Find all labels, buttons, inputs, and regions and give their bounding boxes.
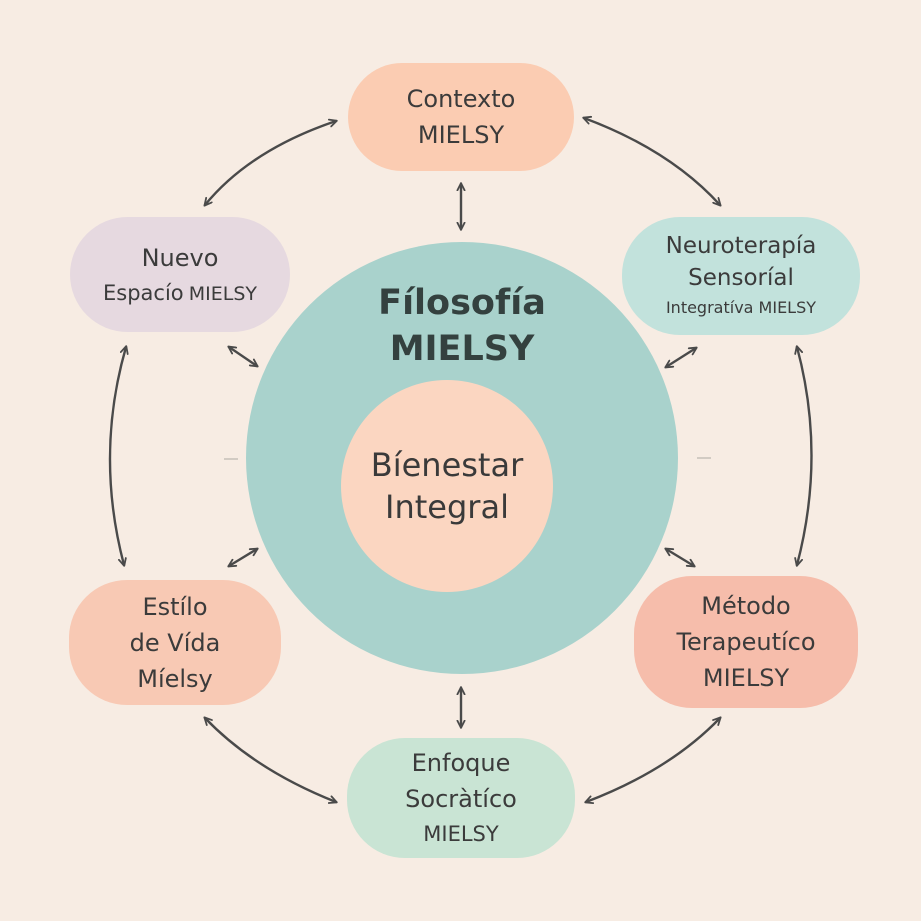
arrow-neuro-metodo [794,345,813,567]
node-metodo-line3: MIELSY [702,664,790,692]
node-nuevo-espacio: Nuevo Espacío MIELSY [70,217,290,332]
node-enfoque-line2: Socràtíco [405,785,517,813]
node-contexto-line2: MIELSY [417,121,505,149]
faint-mark-left [224,458,238,460]
node-nuevo-line2: Espacío MIELSY [103,276,257,310]
node-neuro-line3: Integratíva MIELSY [665,298,817,317]
arrow-center-nuevo [227,345,259,368]
node-enfoque-socratico: Enfoque Socràtíco MIELSY [347,738,575,858]
node-nuevo-line2a: Espacío [103,280,184,305]
node-metodo-line1: Método [701,592,791,620]
node-enfoque-line1: Enfoque [411,749,511,777]
node-neuroterapia: Neuroterapía Sensoríal Integratíva MIELS… [622,217,860,335]
node-enfoque-line3: MIELSY [423,822,499,846]
arrow-center-estilo [227,547,259,568]
arrow-center-neuro [664,346,698,369]
philosophy-title-line1: Fílosofía [378,283,546,323]
node-estilo-line2: de Vída [129,628,221,657]
node-nuevo-line1: Nuevo [141,243,219,272]
node-neuro-line2: Sensoríal [688,265,794,291]
arrow-nuevo-estilo [108,345,129,567]
node-estilo-de-vida: Estílo de Vída Míelsy [69,580,281,705]
wellbeing-title-line1: Bíenestar [370,446,524,484]
arrow-contexto-neuro [582,115,722,207]
faint-mark-right [697,457,711,459]
wellbeing-title: Bíenestar Integral [371,444,523,528]
node-estilo-line1: Estílo [142,592,208,621]
wellbeing-circle: Bíenestar Integral [341,380,553,592]
arrow-estilo-enfoque [203,716,338,804]
node-contexto: Contexto MIELSY [348,63,574,171]
node-estilo-line3: Míelsy [137,664,213,693]
philosophy-title-line2: MIELSY [389,329,535,369]
node-contexto-line1: Contexto [406,85,516,113]
philosophy-title: Fílosofía MIELSY [246,280,678,372]
arrow-metodo-enfoque [584,716,722,805]
arrow-center-metodo [664,547,696,568]
wellbeing-title-line2: Integral [385,488,509,526]
node-metodo-line2: Terapeutíco [676,628,816,656]
node-neuro-line1: Neuroterapía [665,233,817,259]
node-metodo-terapeutico: Método Terapeutíco MIELSY [634,576,858,708]
node-nuevo-line2b: MIELSY [188,282,257,305]
arrow-contexto-nuevo [203,118,338,207]
